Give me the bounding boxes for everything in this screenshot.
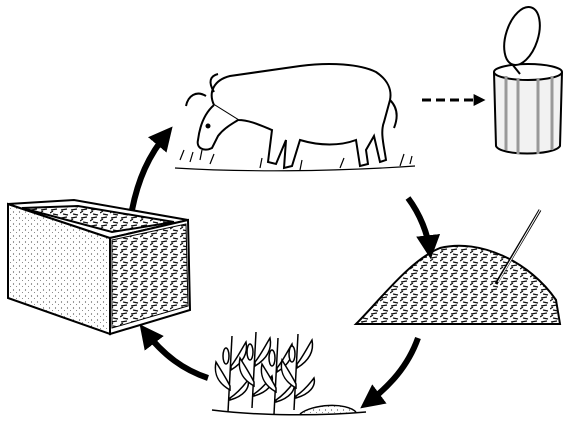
goat-grazing-icon [175,64,415,171]
silage-box-icon [8,200,190,334]
arrow-goat-to-compost [408,198,430,252]
arrow-compost-to-crops [366,338,418,404]
corn-plants-icon [212,332,366,415]
compost-heap-with-pitchfork-icon [356,210,560,324]
lidded-bin-icon [494,3,562,154]
arrow-silage-to-goat [132,132,168,210]
arrow-crops-to-silage [144,330,208,378]
